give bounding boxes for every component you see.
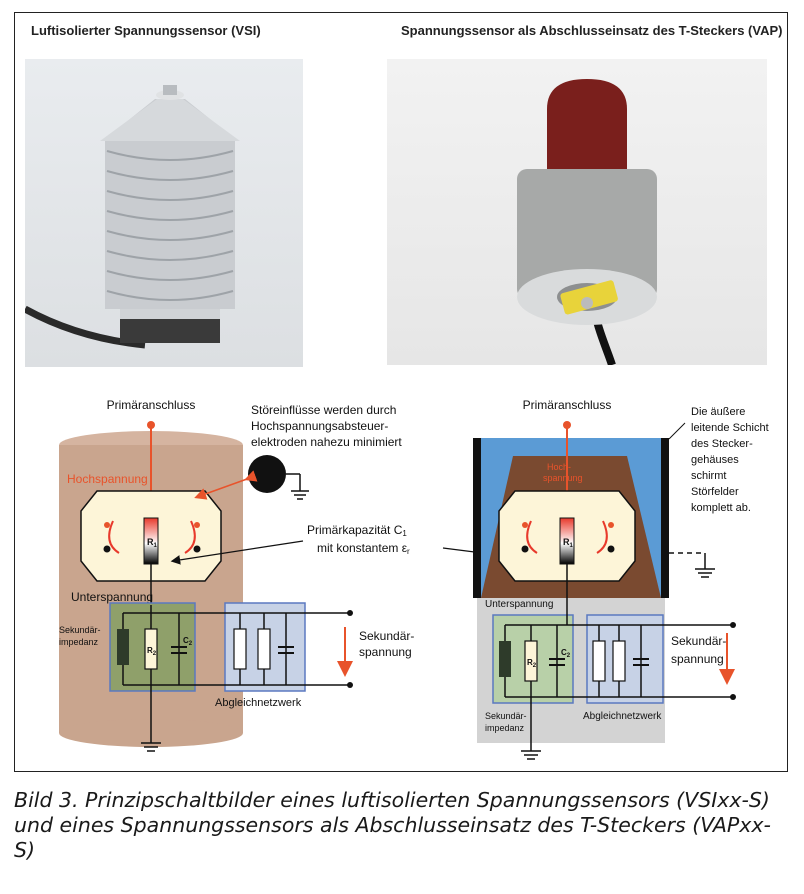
vsi-secondary-voltage-line-2: spannung	[359, 645, 412, 659]
vap-shield-ground	[669, 552, 715, 578]
vap-r2-resistor	[524, 640, 538, 682]
vap-electrode-dot-br	[607, 545, 615, 553]
vap-electrode-dot-tr	[608, 522, 614, 528]
figure-caption: Bild 3. Prinzipschaltbilder eines luftis…	[14, 788, 771, 862]
vsi-interference-line-1: Störeinflüsse werden durch	[251, 403, 396, 417]
vap-secondary-voltage-line-2: spannung	[671, 652, 724, 666]
vsi-matching-resistor-2	[257, 628, 271, 670]
vap-shield-note: Die äußere leitende Schicht des Stecker-…	[691, 406, 769, 514]
vap-secondary-voltage-line-1: Sekundär-	[671, 634, 726, 648]
vap-matching-resistor-2	[612, 640, 626, 682]
vsi-matching-network-label: Abgleichnetzwerk	[215, 697, 302, 709]
vap-field-line-left	[526, 520, 538, 554]
vsi-c2-label: C2	[183, 636, 193, 647]
vap-c2-capacitor	[549, 658, 565, 666]
vsi-shield-electrode	[248, 455, 286, 493]
vsi-secondary-impedance-line-1: Sekundär-	[59, 625, 101, 635]
vap-output-terminal-top	[730, 622, 736, 628]
svg-text:komplett ab.: komplett ab.	[691, 502, 751, 514]
vsi-c1-line-1: Primärkapazität C1	[307, 523, 407, 538]
vsi-title: Luftisolierter Spannungssensor (VSI)	[31, 23, 261, 38]
vap-field-line-right	[596, 520, 608, 554]
vsi-surge-arrester	[117, 629, 129, 665]
vsi-r2-resistor	[144, 628, 158, 670]
vsi-primary-terminal-dot	[147, 421, 155, 429]
vap-high-voltage-line-2: spannung	[543, 473, 583, 483]
vap-output-terminal-bottom	[730, 694, 736, 700]
vsi-c1-pointer	[170, 540, 304, 565]
vsi-ground-symbol	[141, 742, 161, 752]
vap-title: Spannungssensor als Abschlusseinsatz des…	[401, 23, 783, 38]
vap-electrode-dot-tl	[522, 522, 528, 528]
vsi-secondary-voltage-line-1: Sekundär-	[359, 629, 414, 643]
vap-ground-symbol	[521, 750, 541, 760]
svg-text:des Stecker-: des Stecker-	[691, 438, 753, 450]
vsi-electrode-dot-bl	[103, 545, 111, 553]
vsi-electrode-dot-tr	[194, 522, 200, 528]
vap-shield-pointer	[668, 422, 686, 440]
schematic-diagram: Primäranschluss Hochspannung R1 Unterspa…	[59, 398, 769, 760]
vap-secondary-impedance-line-1: Sekundär-	[485, 711, 527, 721]
vsi-primary-label: Primäranschluss	[107, 398, 196, 412]
svg-text:Die äußere: Die äußere	[691, 406, 745, 418]
vsi-matching-resistor-1	[233, 628, 247, 670]
vap-surge-arrester	[499, 641, 511, 677]
vsi-electrode-dot-br	[193, 545, 201, 553]
vap-matching-capacitor	[633, 658, 649, 666]
vsi-matching-capacitor	[278, 646, 294, 654]
vap-primary-label: Primäranschluss	[523, 398, 612, 412]
vap-r1-label: R1	[563, 537, 574, 549]
vsi-output-terminal-bottom	[347, 682, 353, 688]
vap-primary-terminal-dot	[563, 421, 571, 429]
vap-shield-right	[661, 438, 669, 598]
vsi-electrode-dot-tl	[104, 522, 110, 528]
vsi-c1-line-2: mit konstantem εr	[317, 541, 410, 556]
vsi-sensor-photo	[25, 59, 303, 367]
vsi-field-line-right	[184, 520, 196, 554]
vsi-high-voltage-label: Hochspannung	[67, 472, 148, 486]
vsi-c2-capacitor	[171, 646, 187, 654]
vsi-secondary-impedance-line-2: impedanz	[59, 637, 99, 647]
vsi-interference-line-3: elektroden nahezu minimiert	[251, 435, 402, 449]
vsi-output-terminal-top	[347, 610, 353, 616]
vap-sensor-photo	[387, 59, 767, 365]
vap-matching-resistor-1	[592, 640, 606, 682]
vap-matching-network-label: Abgleichnetzwerk	[583, 711, 662, 722]
vsi-interference-line-2: Hochspannungsabsteuer-	[251, 419, 388, 433]
vsi-r1-label: R1	[147, 537, 158, 549]
vap-c2-label: C2	[561, 648, 571, 659]
figure-frame: Luftisolierter Spannungssensor (VSI) Spa…	[14, 12, 788, 772]
svg-text:gehäuses: gehäuses	[691, 454, 739, 466]
svg-text:Störfelder: Störfelder	[691, 486, 739, 498]
vap-r2-label: R2	[527, 658, 537, 669]
svg-text:leitende Schicht: leitende Schicht	[691, 422, 769, 434]
svg-text:schirmt: schirmt	[691, 470, 726, 482]
vap-shield-left	[473, 438, 481, 598]
vsi-field-line-left	[108, 520, 120, 554]
vsi-low-voltage-label: Unterspannung	[71, 590, 153, 604]
vap-electrode-dot-bl	[521, 545, 529, 553]
vap-high-voltage-line-1: Hoch-	[547, 462, 571, 472]
vsi-interference-arrow	[194, 470, 258, 500]
vsi-r2-label: R2	[147, 646, 157, 657]
vsi-electrode-ground-symbol	[286, 473, 309, 500]
vap-low-voltage-label: Unterspannung	[485, 599, 553, 610]
vap-secondary-impedance-line-2: impedanz	[485, 723, 525, 733]
